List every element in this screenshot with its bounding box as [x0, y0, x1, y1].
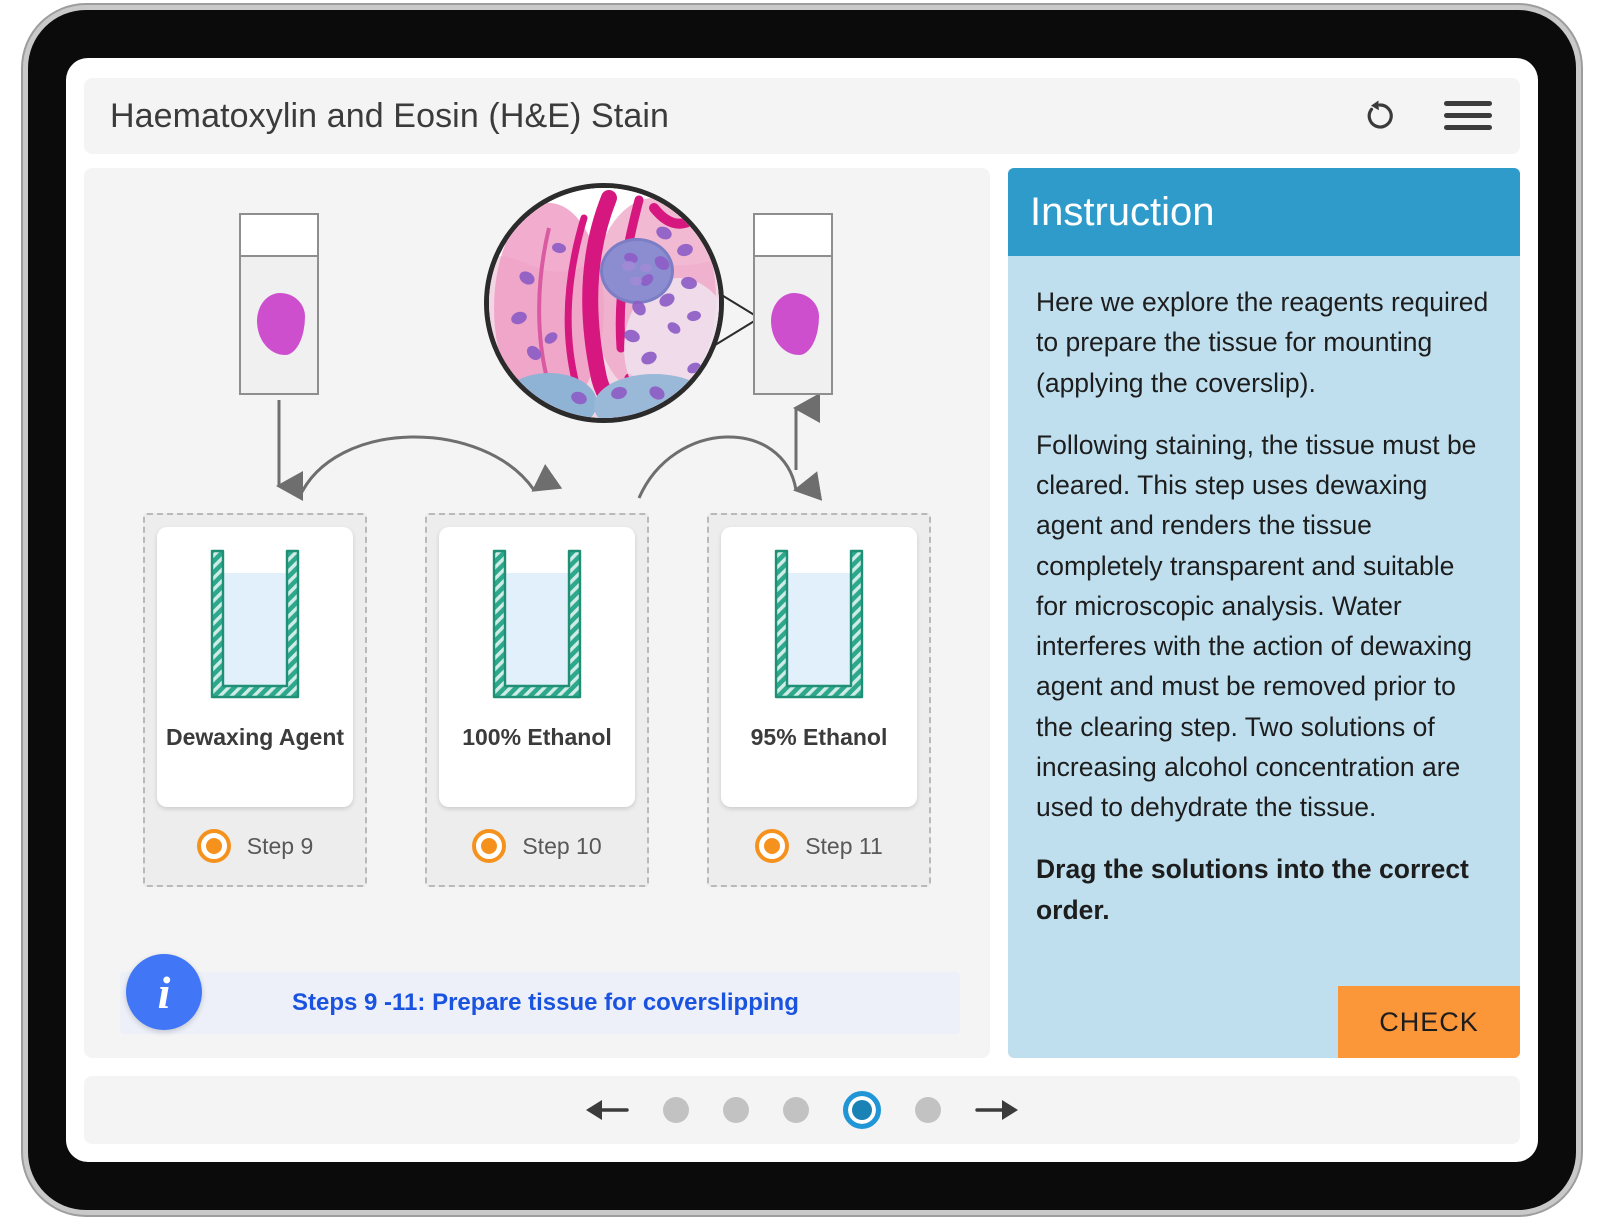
step-row: Step 11: [755, 807, 883, 885]
page-title: Haematoxylin and Eosin (H&E) Stain: [110, 96, 669, 135]
check-button[interactable]: CHECK: [1338, 986, 1520, 1058]
reagent-label: 95% Ethanol: [750, 724, 888, 750]
reagent-card-100-ethanol[interactable]: 100% Ethanol: [439, 527, 635, 807]
step-row: Step 9: [196, 807, 314, 885]
instruction-task-text: Drag the solutions into the correct orde…: [1036, 854, 1469, 925]
pagination-dot-2[interactable]: [723, 1097, 749, 1123]
hamburger-menu-icon[interactable]: [1442, 97, 1494, 135]
bottom-navigation: [84, 1076, 1520, 1144]
tissue-slide-after: [753, 213, 833, 395]
step-radio-button[interactable]: [472, 829, 507, 863]
arrow-right-icon[interactable]: [975, 1093, 1021, 1127]
info-banner-text: Steps 9 -11: Prepare tissue for coversli…: [292, 989, 799, 1016]
pagination-dots: [663, 1091, 941, 1129]
instruction-title: Instruction: [1030, 189, 1215, 234]
step-radio-button[interactable]: [755, 829, 790, 863]
pagination-dot-3[interactable]: [783, 1097, 809, 1123]
reagent-dropzones: Dewaxing Agent Step 9: [84, 513, 990, 887]
slide-frosted-label: [755, 215, 831, 257]
tissue-sample-blob: [257, 293, 305, 355]
pagination-dot-4-active[interactable]: [843, 1091, 881, 1129]
instruction-body: Here we explore the reagents required to…: [1008, 256, 1520, 930]
dropzone-step-11[interactable]: 95% Ethanol Step 11: [707, 513, 931, 887]
reagent-label: Dewaxing Agent: [165, 724, 345, 750]
slide-frosted-label: [241, 215, 317, 257]
instruction-paragraph-1: Here we explore the reagents required to…: [1036, 287, 1489, 398]
beaker-icon: [492, 549, 582, 699]
histology-micrograph: [484, 183, 724, 423]
beaker-icon: [774, 549, 864, 699]
step-label: Step 11: [805, 832, 883, 859]
reagent-card-95-ethanol[interactable]: 95% Ethanol: [721, 527, 917, 807]
instruction-paragraph-2: Following staining, the tissue must be c…: [1036, 429, 1477, 823]
step-radio-button[interactable]: [196, 829, 231, 863]
tissue-slide-before: [239, 213, 319, 395]
tissue-sample-blob: [771, 293, 819, 355]
header-actions: [1360, 96, 1494, 136]
reagent-card-dewaxing-agent[interactable]: Dewaxing Agent: [157, 527, 353, 807]
step-label: Step 10: [522, 832, 602, 859]
tablet-screen: Haematoxylin and Eosin (H&E) Stain: [66, 58, 1538, 1162]
instruction-header: Instruction: [1008, 168, 1520, 256]
arrow-left-icon[interactable]: [583, 1093, 629, 1127]
dropzone-step-10[interactable]: 100% Ethanol Step 10: [425, 513, 649, 887]
info-icon[interactable]: i: [126, 954, 202, 1030]
info-banner: i Steps 9 -11: Prepare tissue for covers…: [120, 954, 960, 1034]
reset-arrow-icon[interactable]: [1360, 96, 1400, 136]
process-diagram: [84, 168, 990, 528]
workspace-panel: Dewaxing Agent Step 9: [84, 168, 990, 1058]
tablet-device-frame: Haematoxylin and Eosin (H&E) Stain: [28, 10, 1576, 1210]
step-row: Step 10: [472, 807, 602, 885]
dropzone-step-9[interactable]: Dewaxing Agent Step 9: [143, 513, 367, 887]
beaker-icon: [210, 549, 300, 699]
pagination-dot-1[interactable]: [663, 1097, 689, 1123]
content-area: Dewaxing Agent Step 9: [84, 168, 1520, 1068]
instruction-panel: Instruction Here we explore the reagents…: [1008, 168, 1520, 1058]
app-header: Haematoxylin and Eosin (H&E) Stain: [84, 78, 1520, 154]
step-label: Step 9: [246, 832, 314, 859]
pagination-dot-5[interactable]: [915, 1097, 941, 1123]
reagent-label: 100% Ethanol: [462, 724, 612, 750]
